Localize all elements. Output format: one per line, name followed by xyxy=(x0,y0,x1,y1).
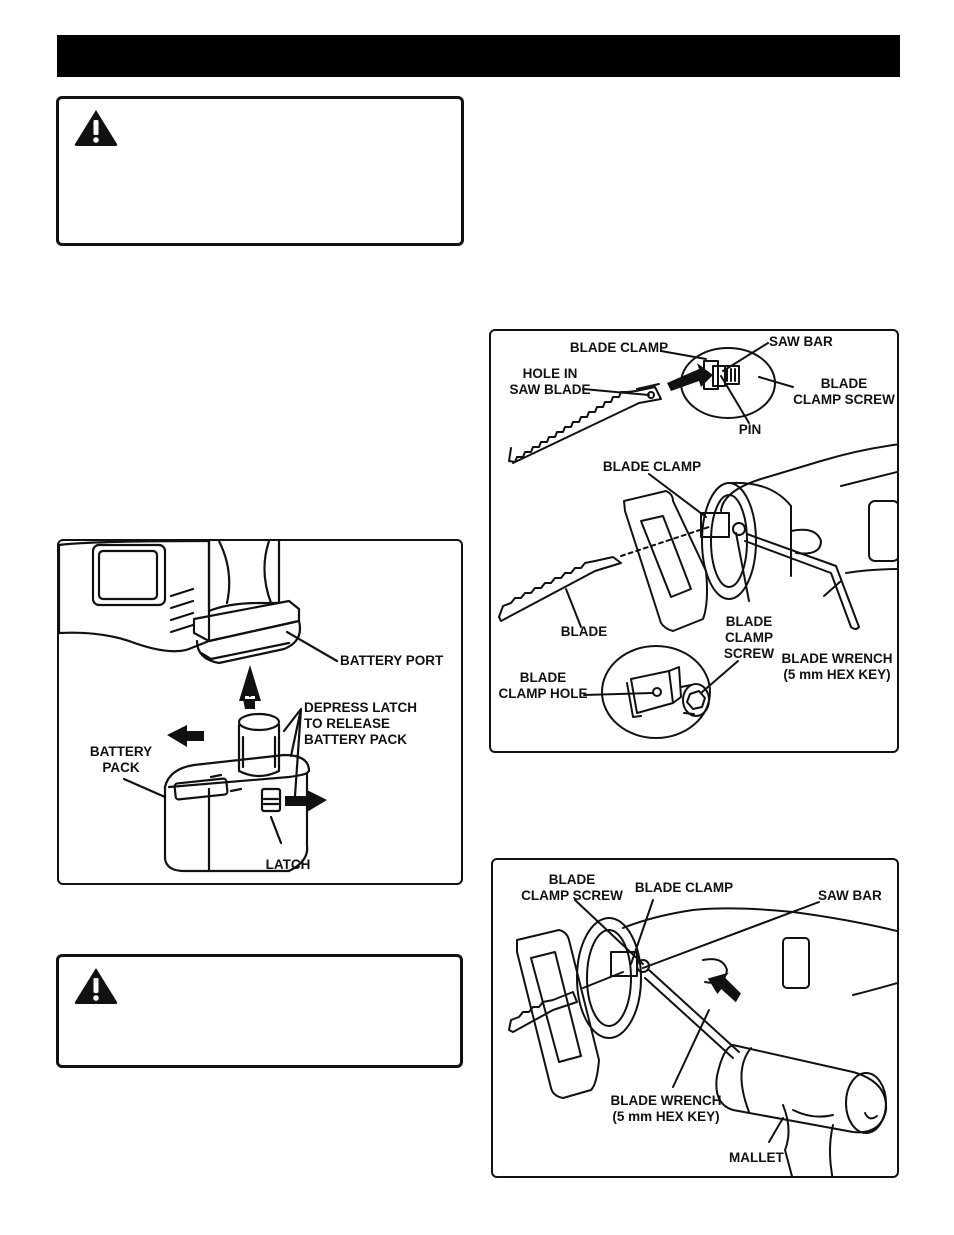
battery-pack-label-1: BATTERY xyxy=(89,744,153,759)
blade-clamp-screw-label-2: CLAMP SCREW xyxy=(793,392,895,407)
blade-label: BLADE xyxy=(560,624,608,639)
blade-clamp-screw-stack-3: SCREW xyxy=(723,646,775,661)
blade-clamp-label-top: BLADE CLAMP xyxy=(569,340,669,355)
blade-removal-mallet-figure: BLADE CLAMP SCREW BLADE CLAMP SAW BAR BL… xyxy=(491,858,899,1178)
blade-clamp-label-mid: BLADE CLAMP xyxy=(602,459,702,474)
hole-in-saw-blade-label-2: SAW BLADE xyxy=(509,382,591,397)
saw-bar-label: SAW BAR xyxy=(769,334,833,349)
blade-wrench-label-2: (5 mm HEX KEY) xyxy=(783,667,891,682)
battery-pack-label-2: PACK xyxy=(102,760,140,775)
mallet-illustration xyxy=(508,899,897,1176)
depress-latch-label-1: DEPRESS LATCH xyxy=(304,700,418,715)
section-header-bar xyxy=(57,35,900,77)
blade-clamp-hole-label-1: BLADE xyxy=(519,670,567,685)
mallet-label: MALLET xyxy=(729,1150,784,1165)
warning-triangle-icon xyxy=(74,110,118,146)
warning-box xyxy=(56,954,463,1068)
battery-illustration xyxy=(59,541,339,873)
mallet-saw-bar-label: SAW BAR xyxy=(818,888,882,903)
mallet-bcs-label-1: BLADE xyxy=(548,872,596,887)
mallet-bcs-label-2: CLAMP SCREW xyxy=(521,888,623,903)
blade-clamp-screw-stack-2: CLAMP xyxy=(725,630,773,645)
mallet-blade-wrench-label-2: (5 mm HEX KEY) xyxy=(612,1109,720,1124)
blade-wrench-label-1: BLADE WRENCH xyxy=(781,651,893,666)
warning-triangle-icon xyxy=(74,968,118,1004)
warning-box xyxy=(56,96,464,246)
blade-clamp-screw-stack-1: BLADE xyxy=(725,614,773,629)
mallet-blade-clamp-label: BLADE CLAMP xyxy=(634,880,734,895)
latch-label: LATCH xyxy=(265,857,311,872)
pin-label: PIN xyxy=(738,422,762,437)
hole-in-saw-blade-label-1: HOLE IN xyxy=(522,366,578,381)
depress-latch-label-3: BATTERY PACK xyxy=(304,732,408,747)
blade-clamp-hole-label-2: CLAMP HOLE xyxy=(498,686,588,701)
blade-clamp-screw-label-1: BLADE xyxy=(820,376,868,391)
depress-latch-label-2: TO RELEASE xyxy=(304,716,391,731)
battery-port-label: BATTERY PORT xyxy=(340,653,444,668)
mallet-blade-wrench-label-1: BLADE WRENCH xyxy=(610,1093,722,1108)
blade-installation-figure: BLADE CLAMP SAW BAR HOLE IN SAW BLADE BL… xyxy=(489,329,899,753)
blade-installation-illustration xyxy=(498,342,897,739)
battery-removal-figure: BATTERY PORT DEPRESS LATCH TO RELEASE BA… xyxy=(57,539,463,885)
